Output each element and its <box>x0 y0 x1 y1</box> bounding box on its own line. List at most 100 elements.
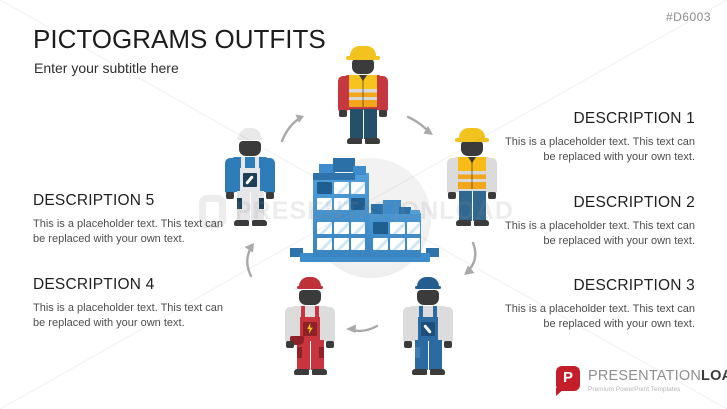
building-base-block-left <box>290 248 303 257</box>
worker-hand <box>444 341 452 348</box>
worker-arm <box>403 307 413 342</box>
waist-pouch <box>290 336 304 345</box>
overall-strap <box>241 157 245 171</box>
building-block <box>371 204 385 214</box>
leg-pocket <box>319 347 324 358</box>
worker-shoe <box>347 138 362 144</box>
worker-shoe <box>365 138 380 144</box>
overall-strap <box>255 157 259 171</box>
building-base-block-right <box>426 248 439 257</box>
worker-hand <box>404 341 412 348</box>
building-window <box>334 198 349 210</box>
worker-shoe <box>294 369 309 375</box>
building-window <box>407 222 420 234</box>
logo-brand-light: PRESENTATION <box>588 368 702 384</box>
overall-strap <box>315 306 319 320</box>
hard-hat-icon <box>459 128 485 140</box>
arrow-left-icon <box>346 324 379 333</box>
arrow-down-icon <box>464 241 477 275</box>
worker-shoe <box>430 369 445 375</box>
building-window <box>351 222 365 234</box>
building-block <box>313 173 355 180</box>
worker-arm <box>325 307 335 342</box>
arrow-up-right-icon <box>280 114 304 143</box>
worker-arm <box>378 76 388 111</box>
pictogram-electrician <box>272 277 348 378</box>
building-window <box>334 182 349 194</box>
pictogram-painter <box>212 128 288 229</box>
worker-hand <box>226 192 234 199</box>
building-block <box>383 200 401 214</box>
worker-leg <box>364 109 377 139</box>
logo-text-block: PRESENTATIONLOAD® Premium PowerPoint Tem… <box>588 366 727 393</box>
worker-hand <box>339 110 347 117</box>
worker-hand <box>379 110 387 117</box>
building-block <box>333 158 355 172</box>
cap-icon <box>299 277 321 288</box>
description-4-body: This is a placeholder text. This text ca… <box>33 302 223 329</box>
building-block <box>319 164 335 175</box>
building-window <box>390 222 405 234</box>
worker-head <box>352 59 374 74</box>
page-title: PICTOGRAMS OUTFITS <box>33 24 326 54</box>
worker-head <box>239 141 261 156</box>
worker-arm <box>265 158 275 193</box>
description-2-body: This is a placeholder text. This text ca… <box>505 220 695 247</box>
logo-p-icon: P <box>556 366 580 396</box>
worker-head <box>299 290 321 305</box>
logo-tagline: Premium PowerPoint Templates <box>588 385 681 393</box>
leg-pocket <box>415 347 420 358</box>
overall-strap <box>433 306 437 320</box>
building-base <box>300 253 430 262</box>
worker-collar <box>468 157 476 163</box>
worker-hand <box>286 341 294 348</box>
pictogram-mechanic <box>390 277 466 378</box>
cap-icon <box>239 128 261 139</box>
description-5-body: This is a placeholder text. This text ca… <box>33 218 223 245</box>
building-dark-block <box>373 222 388 234</box>
hard-hat-brim <box>346 56 380 60</box>
worker-hand <box>448 192 456 199</box>
arrow-up-icon <box>244 243 254 278</box>
building-under-construction-icon <box>283 156 445 264</box>
worker-hand <box>326 341 334 348</box>
building-wing <box>369 213 421 257</box>
description-3: DESCRIPTION 3 This is a placeholder text… <box>497 277 695 331</box>
building-block <box>410 210 420 214</box>
worker-shoe <box>234 220 249 226</box>
description-4-title: DESCRIPTION 4 <box>33 276 155 293</box>
overall-strap <box>301 306 305 320</box>
worker-hand <box>266 192 274 199</box>
cap-brim <box>297 286 323 289</box>
worker-shoe <box>412 369 427 375</box>
worker-leg <box>350 109 363 139</box>
cap-brim <box>237 137 263 140</box>
building-block <box>353 166 366 175</box>
worker-leg <box>459 191 472 221</box>
description-2-title: DESCRIPTION 2 <box>573 194 695 211</box>
cap-icon <box>417 277 439 288</box>
building-dark-block <box>351 198 365 210</box>
vest-zipper <box>471 159 473 189</box>
worker-shoe <box>474 220 489 226</box>
building-window <box>317 238 332 250</box>
description-1-title: DESCRIPTION 1 <box>573 110 695 127</box>
building-window <box>317 222 332 234</box>
worker-collar <box>359 75 367 81</box>
worker-head <box>461 141 483 156</box>
description-4: DESCRIPTION 4 This is a placeholder text… <box>33 276 231 330</box>
worker-arm <box>443 307 453 342</box>
logo-p-tail <box>556 388 565 396</box>
description-5-title: DESCRIPTION 5 <box>33 192 155 209</box>
description-1: DESCRIPTION 1 This is a placeholder text… <box>497 110 695 164</box>
overall-strap <box>419 306 423 320</box>
building-window <box>317 198 332 210</box>
description-1-body: This is a placeholder text. This text ca… <box>505 136 695 163</box>
building-window <box>351 238 365 250</box>
lightning-bolt-icon <box>307 323 313 334</box>
building-window <box>334 238 349 250</box>
logo-brand-bold: LOAD <box>701 368 727 384</box>
worker-shoe <box>312 369 327 375</box>
logo-brand-line: PRESENTATIONLOAD® <box>588 369 727 384</box>
